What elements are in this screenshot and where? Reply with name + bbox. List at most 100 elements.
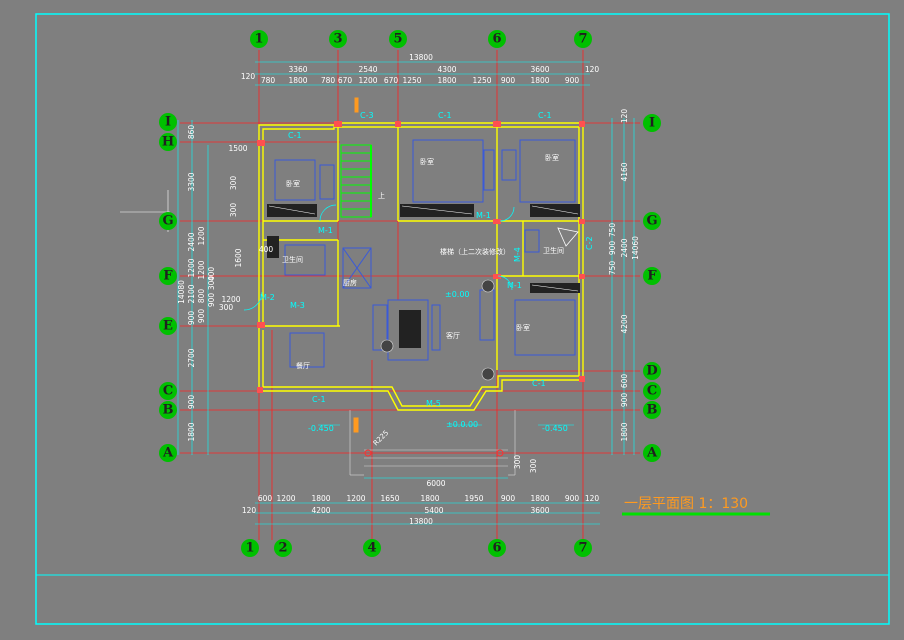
right-dim-6: 1800 [620, 422, 629, 441]
left-small-4: 1200 [221, 295, 240, 304]
left-inner-0: 300 [229, 176, 238, 191]
svg-text:I: I [165, 115, 171, 130]
axis-bubble-bottom-6: 6 [488, 539, 506, 557]
right-dim-1: 4160 [620, 162, 629, 181]
bottom-dim-r1-9: 900 [565, 494, 580, 503]
door-m1-a: M-1 [318, 226, 333, 235]
door-swings [243, 204, 515, 311]
axis-bubble-left-A: A [159, 444, 177, 462]
room-bedroom-3: 卧室 [545, 153, 559, 162]
top-dim-r2-1: 3360 [288, 65, 307, 74]
right-dim-5: 900 [620, 393, 629, 408]
axis-bubble-top-7: 7 [574, 30, 592, 48]
right-dim-3: 4200 [620, 314, 629, 333]
top-dim-r3-1: 1800 [288, 76, 307, 85]
top-dim-r2-3: 4300 [437, 65, 456, 74]
left-dim-8: 1800 [187, 422, 196, 441]
right-inner-2: 750 [608, 261, 617, 276]
floor-level-main: ±0.00 [445, 290, 470, 299]
plant-symbol [481, 279, 495, 293]
bottom-dim-r1-2: 1800 [311, 494, 330, 503]
room-living: 客厅 [446, 331, 460, 340]
bottom-dim-r1-6: 1950 [464, 494, 483, 503]
door-m1-c: M-1 [507, 281, 522, 290]
outer-frame [35, 13, 890, 625]
room-kitchen: 厨房 [343, 278, 357, 287]
outdoor-level-left: -0.450 [308, 424, 334, 433]
plant-symbol-2 [481, 367, 495, 381]
shower-symbol [557, 227, 579, 247]
svg-text:6: 6 [492, 541, 501, 556]
left-dim-3: 1200 [187, 258, 196, 277]
svg-text:F: F [647, 269, 657, 284]
drawing-title: 一层平面图 1：130 [624, 496, 748, 512]
wall-hatch [257, 121, 585, 393]
right-dim-2: 2400 [620, 238, 629, 257]
left-dim-2: 2400 [187, 232, 196, 251]
axis-bubble-right-B: B [643, 401, 661, 419]
bottom-dim-r2-3: 3600 [530, 506, 549, 515]
bottom-dim-r1-8: 1800 [530, 494, 549, 503]
left-dim-total: 14080 [177, 280, 186, 304]
svg-text:5: 5 [393, 32, 402, 47]
right-dim-total: 14060 [631, 236, 640, 260]
axis-bubble-left-H: H [159, 133, 177, 151]
left-small-3: 400 [207, 267, 216, 282]
top-dim-r2-4: 3600 [530, 65, 549, 74]
door-m4: M-4 [513, 247, 522, 262]
top-dim-r3-10: 1800 [530, 76, 549, 85]
svg-text:4: 4 [367, 541, 376, 556]
left-dim-5: 900 [187, 311, 196, 326]
top-dim-r2-0: 120 [241, 72, 256, 81]
svg-text:G: G [646, 214, 657, 229]
left-dim-1: 3300 [187, 172, 196, 191]
axis-bubble-left-F: F [159, 267, 177, 285]
bottom-dim-r1-3: 1200 [346, 494, 365, 503]
plant-symbol-3 [380, 339, 394, 353]
bottom-dim-r2-1: 4200 [311, 506, 330, 515]
svg-text:B: B [163, 403, 174, 418]
bottom-dim-r1-0: 600 [258, 494, 273, 503]
svg-text:6: 6 [492, 32, 501, 47]
axis-bubble-right-C: C [643, 382, 661, 400]
svg-text:C: C [647, 384, 657, 399]
left-inner-4: 800 [197, 289, 206, 304]
bottom-dim-total: 13800 [409, 517, 433, 526]
outdoor-level-right: -0.450 [542, 424, 568, 433]
left-dim-6: 2700 [187, 348, 196, 367]
svg-text:D: D [646, 364, 657, 379]
svg-text:A: A [646, 446, 658, 461]
left-inner-3: 1200 [197, 260, 206, 279]
bottom-dim-r1-4: 1650 [380, 494, 399, 503]
right-dim-4: 600 [620, 374, 629, 389]
bottom-dim-r2-2: 5400 [424, 506, 443, 515]
left-small-0: 1500 [228, 144, 247, 153]
window-c1-e: C-1 [532, 379, 546, 388]
top-dim-r3-7: 1800 [437, 76, 456, 85]
top-dim-r3-8: 1250 [472, 76, 491, 85]
svg-text:E: E [163, 319, 173, 334]
staircase [340, 144, 372, 218]
top-dim-r3-4: 1200 [358, 76, 377, 85]
left-dim-0: 860 [187, 125, 196, 140]
door-m3: M-3 [290, 301, 305, 310]
window-c1-a: C-1 [288, 131, 302, 140]
room-bath-2: 卫生间 [282, 255, 303, 264]
top-dim-r3-11: 900 [565, 76, 580, 85]
top-dim-r3-9: 900 [501, 76, 516, 85]
bottom-dim-r1-5: 1800 [420, 494, 439, 503]
left-inner-7: 900 [207, 293, 216, 308]
top-dim-r2-5: 120 [585, 65, 600, 74]
door-m2: M-2 [260, 293, 275, 302]
axis-bubble-bottom-1: 1 [241, 539, 259, 557]
door-m5: M-5 [426, 399, 441, 408]
door-m1-b: M-1 [476, 211, 491, 220]
axis-bubble-right-G: G [643, 212, 661, 230]
window-c2: C-2 [585, 236, 594, 250]
top-dim-r3-6: 1250 [402, 76, 421, 85]
bottom-dim-r1-10: 120 [585, 494, 600, 503]
top-dim-r3-2: 780 [321, 76, 336, 85]
svg-text:7: 7 [578, 32, 587, 47]
axis-bubble-left-C: C [159, 382, 177, 400]
